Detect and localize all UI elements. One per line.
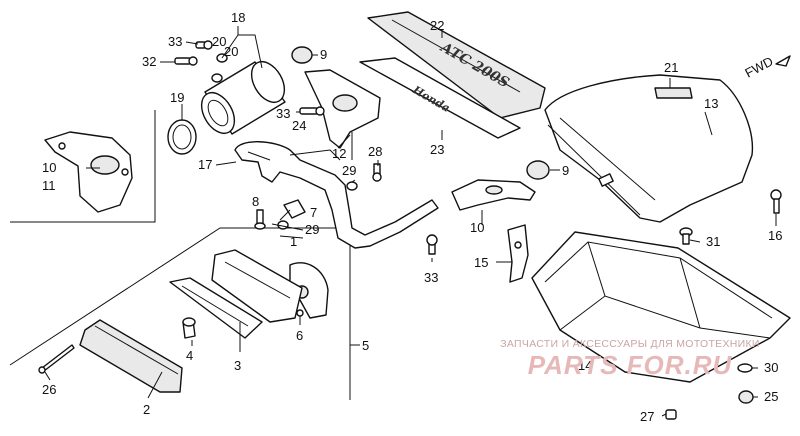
callout-33-top: 33 xyxy=(168,34,182,49)
tray-part-14 xyxy=(531,231,791,383)
cap-part-19 xyxy=(167,119,197,155)
bolt-part-24 xyxy=(299,106,325,116)
callout-29-upper: 29 xyxy=(342,163,356,178)
callout-15: 15 xyxy=(474,255,488,270)
sticker-part-21 xyxy=(654,87,693,99)
callout-33-middle: 33 xyxy=(424,270,438,285)
nut-part-27 xyxy=(665,409,677,420)
callout-23: 23 xyxy=(430,142,444,157)
cover-part-13 xyxy=(544,74,754,223)
callout-19: 19 xyxy=(170,90,184,105)
callout-20-upper: 20 xyxy=(212,34,226,49)
callout-11: 11 xyxy=(42,178,56,193)
callout-10-middle: 10 xyxy=(470,220,484,235)
bolt-part-32 xyxy=(174,56,198,66)
callout-29-lower: 29 xyxy=(305,222,319,237)
callout-27: 27 xyxy=(640,409,654,424)
callout-3: 3 xyxy=(234,358,241,373)
bolt-part-33-middle xyxy=(426,234,438,255)
bracket-part-10-middle xyxy=(451,179,536,211)
frame-pipe-part-17 xyxy=(234,141,439,249)
callout-4: 4 xyxy=(186,348,193,363)
callout-9-right: 9 xyxy=(562,163,569,178)
callout-31: 31 xyxy=(706,234,720,249)
callout-5: 5 xyxy=(362,338,369,353)
grommet-part-9-top xyxy=(291,46,313,64)
callout-6: 6 xyxy=(296,328,303,343)
lamp-housing-part-3 xyxy=(211,249,303,323)
callout-20-lower: 20 xyxy=(224,44,238,59)
lens-frame-part-3 xyxy=(169,277,263,339)
callout-10-left: 10 xyxy=(42,160,56,175)
callout-18: 18 xyxy=(231,10,245,25)
clamp-part-7 xyxy=(283,199,306,219)
fwd-arrow-icon: FWD xyxy=(742,54,791,81)
bulb-part-4 xyxy=(182,317,196,339)
callout-8: 8 xyxy=(252,194,259,209)
callout-33-mid-left: 33 xyxy=(276,106,290,121)
leader-lines xyxy=(44,26,777,417)
callout-26: 26 xyxy=(42,382,56,397)
callout-24: 24 xyxy=(292,118,306,133)
bolt-part-31 xyxy=(679,227,693,245)
callout-14: 14 xyxy=(578,358,592,373)
callout-9-top: 9 xyxy=(320,47,327,62)
callout-7: 7 xyxy=(310,205,317,220)
callout-21: 21 xyxy=(664,60,678,75)
bracket-part-12 xyxy=(304,69,381,160)
callout-1: 1 xyxy=(290,234,297,249)
callout-30: 30 xyxy=(764,360,778,375)
callout-32: 32 xyxy=(142,54,156,69)
fwd-label: FWD xyxy=(742,54,775,81)
screw-part-26 xyxy=(38,344,75,374)
grommet-part-25 xyxy=(738,390,754,404)
callout-22: 22 xyxy=(430,18,444,33)
bracket-part-15 xyxy=(507,224,529,283)
lens-part-2 xyxy=(79,319,183,393)
callout-28: 28 xyxy=(368,144,382,159)
grommet-part-9-right xyxy=(526,160,550,180)
callout-12: 12 xyxy=(332,146,346,161)
callout-13: 13 xyxy=(704,96,718,111)
callout-17: 17 xyxy=(198,157,212,172)
housing-part-18 xyxy=(200,61,286,135)
bracket-part-10-11 xyxy=(44,131,133,213)
bolt-part-28 xyxy=(372,163,382,182)
callout-2: 2 xyxy=(143,402,150,417)
screw-part-16 xyxy=(770,189,782,214)
callout-16: 16 xyxy=(768,228,782,243)
callout-labels: 18 33 20 32 20 9 19 10 11 17 33 24 12 22… xyxy=(42,10,782,424)
bolt-part-8 xyxy=(254,209,266,230)
section-divider-left xyxy=(10,110,156,223)
washer-part-30 xyxy=(737,363,753,373)
bolt-part-33-top xyxy=(195,40,213,50)
callout-25: 25 xyxy=(764,389,778,404)
